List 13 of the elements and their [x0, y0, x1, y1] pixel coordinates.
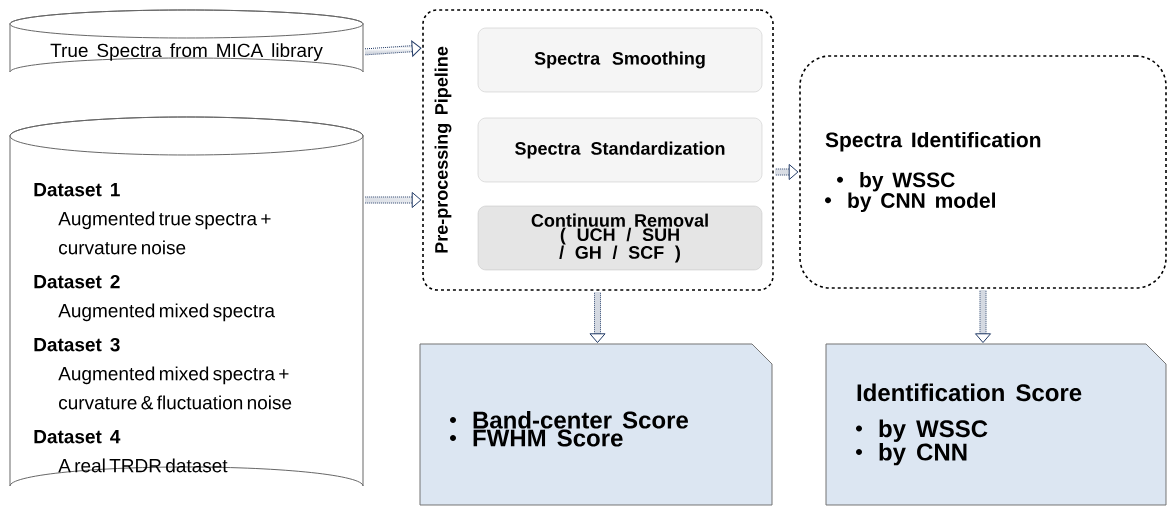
arrow	[364, 40, 422, 57]
score-box: Band-center Score FWHM Score	[419, 343, 773, 506]
process-box: Spectra Standardization	[477, 117, 763, 183]
arrow	[589, 292, 606, 343]
process-box: Continuum Removal ( UCH / SUH / GH / SCF )	[477, 205, 763, 271]
process-box: Spectra Smoothing	[477, 27, 763, 93]
database-cylinder: True Spectra from MICA library	[9, 9, 364, 73]
score-box: Identification Score by WSSC by CNN	[825, 343, 1167, 506]
database-cylinder: Dataset 1 Augmented true spectra + curvature noise Dataset 2 Augmented mixed spectra Dataset 3 Augmented mixed spectra + curvature & fluctuation noise Dataset 4 A real TRDR dataset	[9, 116, 364, 487]
arrow	[975, 290, 991, 343]
arrow	[365, 191, 422, 208]
process-box: Spectra Identification by WSSC by CNN model	[799, 55, 1167, 289]
arrow	[775, 163, 799, 180]
